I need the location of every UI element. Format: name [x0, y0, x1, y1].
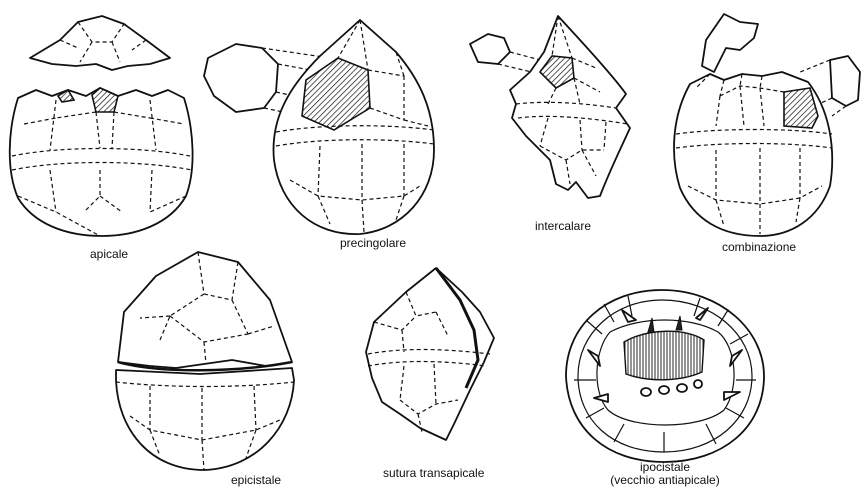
pore-1	[641, 388, 651, 396]
cyst-sutura-transapicale	[366, 268, 494, 440]
cyst-precingolare	[204, 20, 434, 234]
caption-sutura-transapicale: sutura transapicale	[383, 467, 484, 480]
cyst-combinazione	[674, 14, 860, 236]
caption-precingolare: precingolare	[340, 237, 406, 250]
caption-epicistale: epicistale	[231, 474, 281, 487]
pore-2	[659, 386, 669, 394]
archeopyle-hatched	[624, 331, 704, 380]
transapicale-body	[366, 268, 494, 440]
pore-3	[677, 384, 687, 392]
caption-combinazione: combinazione	[722, 241, 796, 254]
cyst-epicistale	[116, 252, 294, 470]
cyst-ipocistale	[566, 290, 764, 462]
intercalary-operculum	[470, 34, 510, 64]
intercalare-body	[510, 16, 630, 198]
hypocyst	[116, 368, 294, 470]
caption-ipocistale: ipocistale (vecchio antiapicale)	[605, 461, 725, 487]
cyst-apicale	[10, 16, 193, 236]
apical-operculum	[30, 16, 170, 70]
combination-operculum-side	[830, 56, 860, 106]
pore-4	[694, 380, 702, 388]
caption-ipocistale-line2: (vecchio antiapicale)	[605, 474, 725, 487]
cyst-intercalare	[470, 16, 630, 198]
precingular-operculum	[204, 44, 278, 112]
combination-operculum-apical	[702, 14, 758, 72]
caption-intercalare: intercalare	[535, 220, 591, 233]
caption-apicale: apicale	[90, 248, 128, 261]
